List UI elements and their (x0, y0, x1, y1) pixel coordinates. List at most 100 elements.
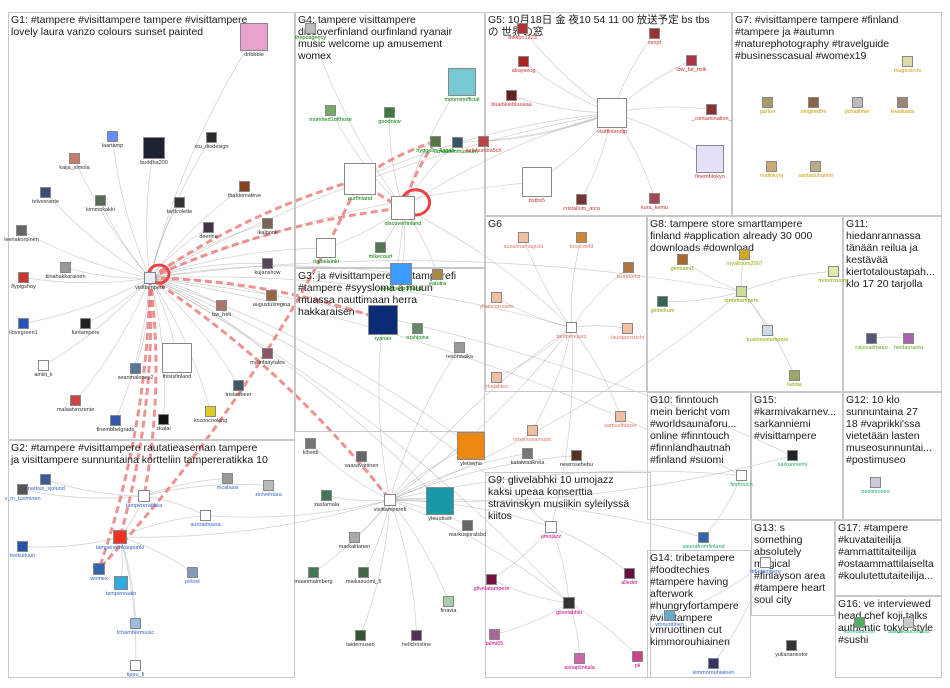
node-kujanshow[interactable]: kujanshow (255, 258, 281, 276)
node-raijovalimarju[interactable]: raijovalimarju (855, 333, 888, 351)
node-mcalsasi[interactable]: mcalsasi (217, 473, 238, 491)
node-kwalksasi[interactable]: kwalksasi (891, 97, 914, 115)
node-ilovegreen1[interactable]: ilovegreen1 (9, 318, 38, 336)
node-deerina[interactable]: deerina (199, 222, 218, 240)
node-malaatvrozenie[interactable]: malaatvrozenie (57, 395, 94, 413)
node-tippu-fi[interactable]: tippu_fi (127, 660, 144, 678)
node-omarsosamusic[interactable]: omarsosamusic (513, 425, 552, 443)
node-mikecourt[interactable]: mikecourt (369, 242, 392, 260)
node-businesstampere[interactable]: businesstampere (747, 325, 788, 343)
node-sarkanniemi[interactable]: sarkanniemi (778, 450, 807, 468)
node-treikultuuri[interactable]: treikultuuri (10, 541, 35, 559)
node-thatdemateve[interactable]: thatdemateve (228, 181, 261, 199)
node-kiheidi[interactable]: kiheidi (303, 438, 318, 456)
node-discoverfinland[interactable]: discoverfinland (385, 196, 421, 227)
node-hiedanranta[interactable]: hiedanranta (894, 333, 923, 351)
node-tristanbeer[interactable]: tristanbeer (226, 380, 252, 398)
node-gartun[interactable]: gartun (760, 97, 775, 115)
node-hellchristine[interactable]: hellchristine (402, 630, 431, 648)
node-asnaplinkala[interactable]: asnaplinkala (564, 653, 595, 671)
node-maarimalmberg[interactable]: maarimalmberg (294, 567, 333, 585)
node-skatai[interactable]: skatai (156, 414, 171, 432)
node-talakakaucmasss[interactable]: talakakaucmasss (887, 617, 930, 635)
node-tocecoeld[interactable]: tocecoeld (570, 232, 593, 250)
node-pii[interactable]: pii (632, 651, 643, 669)
node-tampereenkaupunki[interactable]: tampereenkaupunki (96, 530, 144, 551)
node-laurapersuchi[interactable]: laurapersuchi (611, 323, 644, 341)
node-lauripoms[interactable]: lauripoms (617, 262, 640, 280)
node-samuelblazer[interactable]: samuelblazer (604, 411, 637, 429)
node-zastamala[interactable]: zastamala (314, 490, 339, 508)
node-ikalponk[interactable]: ikalponk (257, 218, 278, 236)
node-ourfinland[interactable]: ourfinland (344, 163, 376, 202)
node-newrosebebu[interactable]: newrosebebu (560, 450, 593, 468)
node-kimmokakki[interactable]: kimmokakki (86, 195, 115, 213)
node-postimuseo[interactable]: postimuseo (861, 477, 890, 495)
node-mumhed1ofthose[interactable]: mumhed1ofthose (309, 105, 352, 123)
node-kura-kemu[interactable]: kura_kemu (641, 193, 668, 211)
node-royaltours2007[interactable]: royaltours2007 (726, 249, 763, 267)
node-bstbs5[interactable]: bstbs5 (522, 167, 552, 204)
node-goodnewsfinland[interactable]: goodnewsfinland (380, 263, 422, 292)
node-kaija-simola[interactable]: kaija_simola (59, 153, 90, 171)
node-kccoocooking[interactable]: kccoocooking (194, 406, 227, 424)
node-deikun1223[interactable]: deikun1223 (508, 23, 537, 41)
node-talmi65[interactable]: talmi65 (486, 629, 503, 647)
node-umojazz[interactable]: umojazz (541, 521, 561, 540)
node-xsnpt[interactable]: xsnpt (648, 28, 661, 46)
node-tarttcolette[interactable]: tarttcolette (167, 197, 192, 215)
node-low-fat-milk[interactable]: low_fat_milk (676, 55, 707, 73)
node-funtampere[interactable]: funtampere (72, 318, 99, 336)
node-bw-heli[interactable]: bw_heli (212, 300, 231, 318)
node-tiinahakkarainen[interactable]: tiinahakkarainen (45, 262, 86, 280)
node-tampereratikka[interactable]: tampereratikka (126, 490, 162, 509)
node-resonaaika[interactable]: resonaaika (446, 342, 473, 360)
node-saritaduhamel[interactable]: saritaduhamel (798, 161, 833, 179)
node-tamperejazz[interactable]: tamperejazz (557, 322, 586, 340)
node-abayseog[interactable]: abayseog (512, 56, 535, 74)
node-zinlvehtara[interactable]: zinlvehtara (255, 480, 282, 498)
node-flypigshoy[interactable]: flypigshoy (11, 272, 36, 290)
node-finembtokyo[interactable]: finembtokyo (695, 145, 725, 180)
node-finntouch[interactable]: finntouch (730, 470, 753, 488)
node-ryanair[interactable]: ryanair (368, 305, 398, 342)
node-susannamagiclu[interactable]: susannamagiclu (504, 232, 543, 250)
node--contamination-[interactable]: _contamination_ (691, 104, 732, 122)
node-glivelatampere[interactable]: glivelatampere (474, 574, 509, 592)
node-cristallum-arca[interactable]: cristallum_arca (563, 194, 600, 212)
node-tampereaalo[interactable]: tampereaalo (106, 576, 136, 597)
node-globekum[interactable]: globekum (651, 296, 674, 314)
node-dribbble[interactable]: dribbble (240, 23, 268, 58)
node-blueblueblueaaa[interactable]: blueblueblueaaa (491, 90, 532, 108)
node-magiccircle[interactable]: magiccircle (894, 56, 921, 74)
node-vaasavaninen[interactable]: vaasavaninen (345, 451, 378, 469)
node-finavia[interactable]: finavia (441, 596, 456, 614)
node-leenakorpinen[interactable]: leenakorpinen (4, 225, 39, 243)
node-yuliananestor[interactable]: yuliananestor (775, 640, 808, 658)
node-tretumsuomi[interactable]: tretumsuomi (818, 266, 849, 284)
node-hyggelig-liggah[interactable]: hyggelig_liggah (416, 136, 455, 154)
node-myhelsinki[interactable]: myhelsinki (313, 238, 339, 265)
node-eatutra[interactable]: eatutra (429, 269, 446, 287)
node-aalahumba5ch[interactable]: aalahumba5ch (465, 136, 502, 154)
node-gemiami1[interactable]: gemiami1 (671, 254, 694, 272)
node-zkatalites[interactable]: zkatalites (485, 372, 508, 390)
node-finembbelgrade[interactable]: finembbelgrade (97, 415, 134, 433)
node-seanmaloney2[interactable]: seanmaloney2 (118, 363, 153, 381)
node-womex[interactable]: womex (90, 563, 108, 582)
node-rushjoina[interactable]: rushjoina (406, 323, 429, 341)
node-thisisfinland[interactable]: thisisfinland (162, 343, 192, 380)
node-markus-sjolund[interactable]: markus_sjolund (26, 474, 65, 492)
node-smarttampere[interactable]: smarttampere (725, 286, 758, 304)
node-augustusregina[interactable]: augustusregina (253, 290, 290, 308)
node-laartamp[interactable]: laartamp (102, 131, 123, 149)
node-goodnew[interactable]: goodnew (378, 107, 401, 125)
node-visitfinlandjp[interactable]: visitfinlandjp (597, 98, 627, 135)
node-yleuutiset[interactable]: yleuutiset (426, 487, 454, 522)
node-malinkvoj[interactable]: malinkvoj (760, 161, 783, 179)
node-mylinfairytales[interactable]: mylinfairytales (250, 348, 285, 366)
node-markalitanen[interactable]: markalitanen (339, 532, 370, 550)
node-yllaincorrzano[interactable]: yllaincorrzano (480, 292, 513, 310)
node-saunafromfinland[interactable]: saunafromfinland (682, 532, 725, 550)
node-visittampere[interactable]: visittampere (135, 272, 165, 291)
